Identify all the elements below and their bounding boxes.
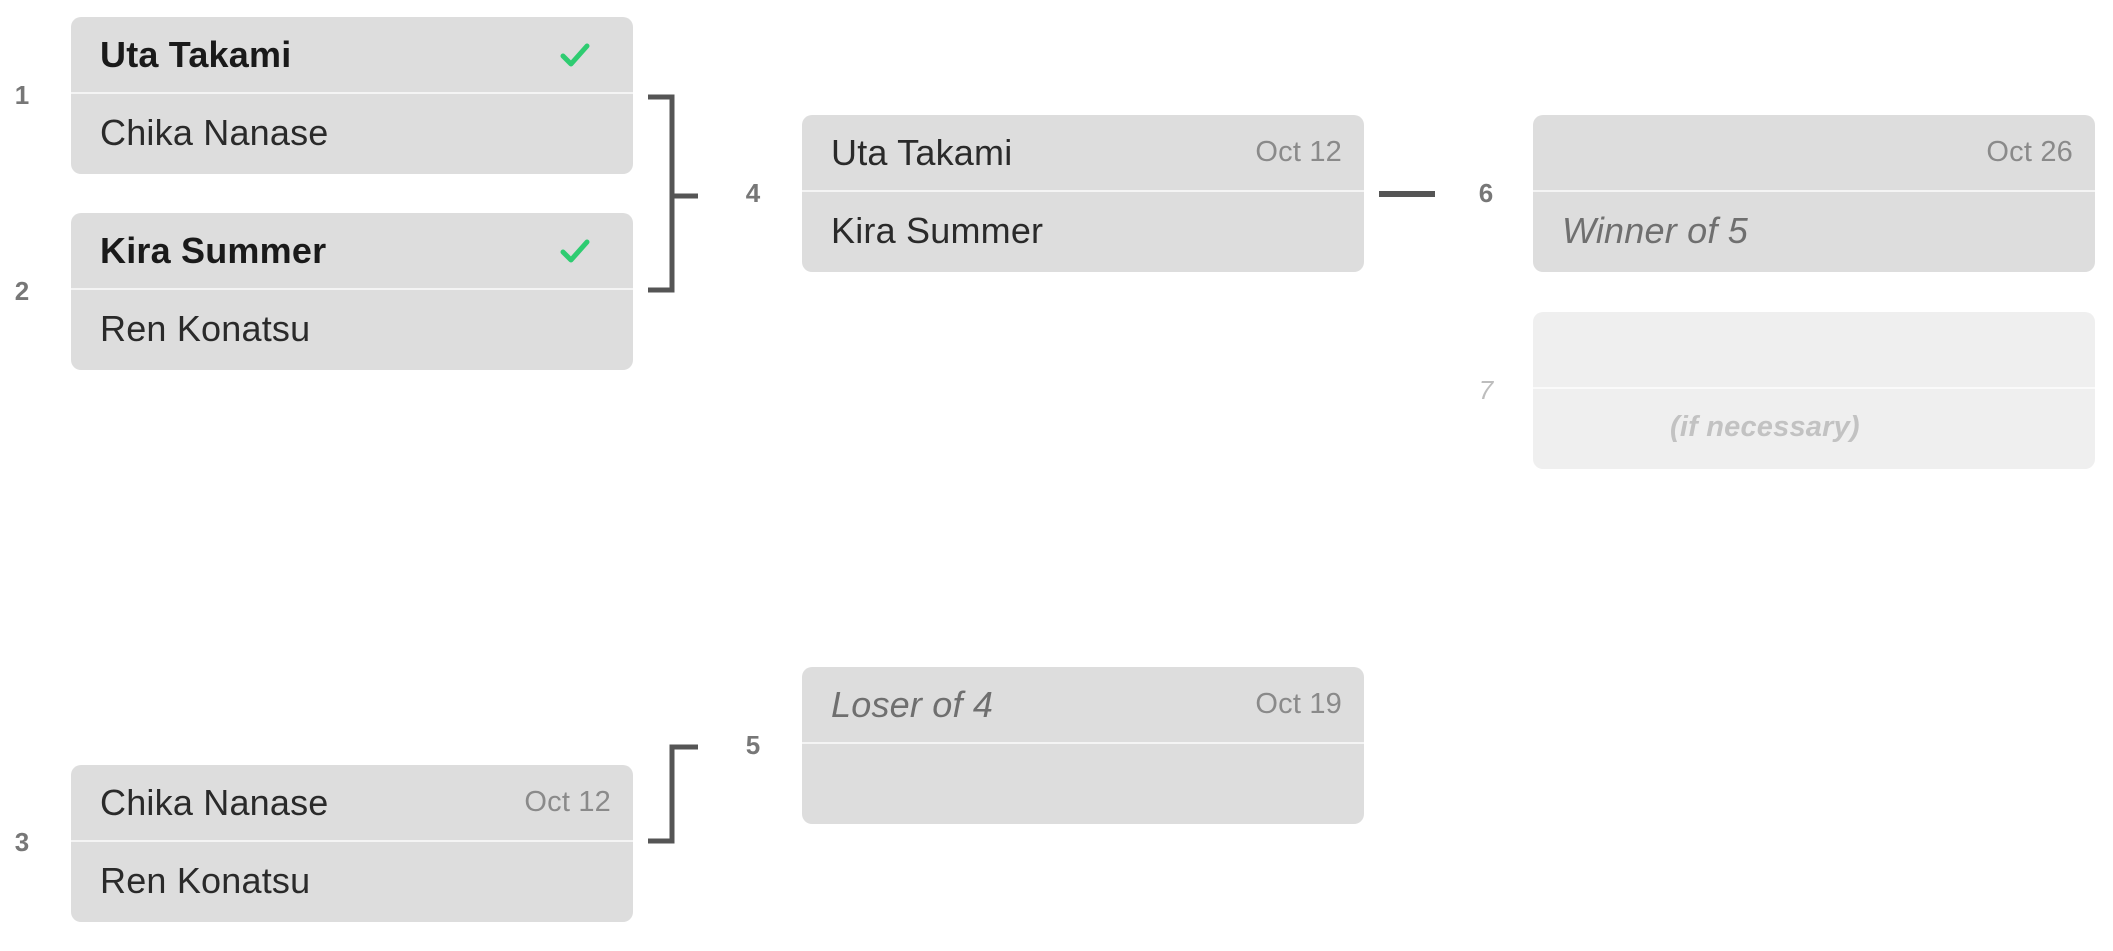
match-2-bottom-slot[interactable]: Ren Konatsu xyxy=(71,290,633,367)
match-card-1[interactable]: Uta Takami Chika Nanase xyxy=(71,17,633,174)
match-card-5[interactable]: Loser of 4 Oct 19 xyxy=(802,667,1364,824)
match-card-7[interactable]: (if necessary) xyxy=(1533,312,2095,469)
participant-name: Chika Nanase xyxy=(100,111,329,153)
match-3-bottom-slot[interactable]: Ren Konatsu xyxy=(71,842,633,919)
connector-1-2-to-4 xyxy=(648,94,675,293)
match-7-bottom-slot[interactable]: (if necessary) xyxy=(1533,389,2095,466)
match-card-2[interactable]: Kira Summer Ren Konatsu xyxy=(71,213,633,370)
participant-name: Uta Takami xyxy=(100,33,292,75)
match-date: Oct 12 xyxy=(1255,136,1342,168)
match-number-4: 4 xyxy=(745,178,761,208)
match-5-top-slot[interactable]: Loser of 4 Oct 19 xyxy=(802,667,1364,744)
match-card-4[interactable]: Uta Takami Oct 12 Kira Summer xyxy=(802,115,1364,272)
participant-name: Chika Nanase xyxy=(100,781,329,823)
match-4-top-slot[interactable]: Uta Takami Oct 12 xyxy=(802,115,1364,192)
match-1-bottom-slot[interactable]: Chika Nanase xyxy=(71,94,633,171)
match-6-top-slot[interactable]: Oct 26 xyxy=(1533,115,2095,192)
match-1-top-slot[interactable]: Uta Takami xyxy=(71,17,633,94)
participant-name: Loser of 4 xyxy=(831,683,994,725)
match-number-2: 2 xyxy=(14,276,30,306)
participant-name: Winner of 5 xyxy=(1562,209,1748,251)
check-icon xyxy=(560,239,590,263)
match-2-top-slot[interactable]: Kira Summer xyxy=(71,213,633,290)
participant-name: Kira Summer xyxy=(100,229,327,271)
match-number-1: 1 xyxy=(14,80,30,110)
match-card-3[interactable]: Chika Nanase Oct 12 Ren Konatsu xyxy=(71,765,633,922)
participant-name: Ren Konatsu xyxy=(100,307,311,349)
match-number-6: 6 xyxy=(1478,178,1494,208)
participant-name: Kira Summer xyxy=(831,209,1044,251)
match-6-bottom-slot[interactable]: Winner of 5 xyxy=(1533,192,2095,269)
match-date: Oct 12 xyxy=(524,786,611,818)
match-number-5: 5 xyxy=(745,730,761,760)
participant-name: Ren Konatsu xyxy=(100,859,311,901)
connector-3-to-5 xyxy=(648,744,698,844)
match-card-6[interactable]: Oct 26 Winner of 5 xyxy=(1533,115,2095,272)
match-date: Oct 26 xyxy=(1986,136,2073,168)
match-7-top-slot[interactable] xyxy=(1533,312,2095,389)
match-3-top-slot[interactable]: Chika Nanase Oct 12 xyxy=(71,765,633,842)
participant-name: Uta Takami xyxy=(831,131,1013,173)
match-date: Oct 19 xyxy=(1255,688,1342,720)
match-4-bottom-slot[interactable]: Kira Summer xyxy=(802,192,1364,269)
match-5-bottom-slot[interactable] xyxy=(802,744,1364,821)
if-necessary-note: (if necessary) xyxy=(1670,411,1860,443)
match-number-3: 3 xyxy=(14,827,30,857)
match-number-7: 7 xyxy=(1478,375,1494,405)
check-icon xyxy=(560,43,590,67)
